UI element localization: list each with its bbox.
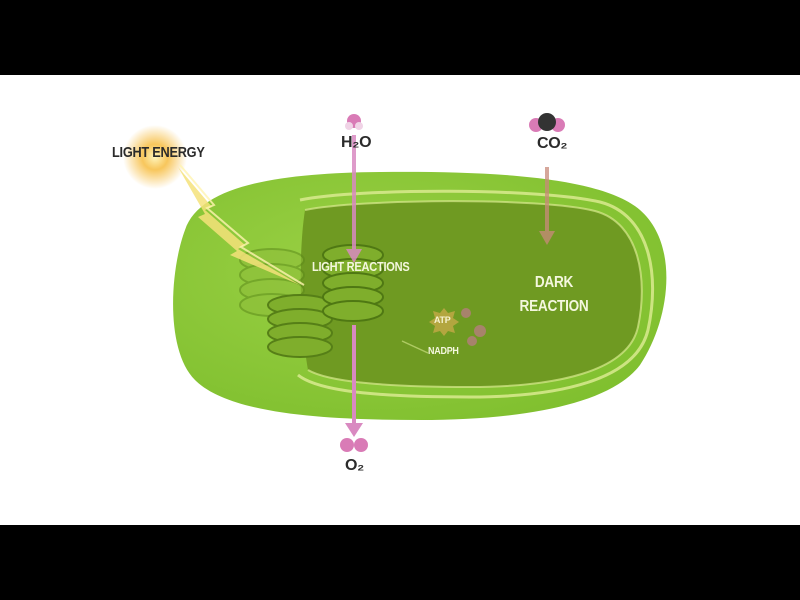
h2o-label: H₂O [341, 134, 372, 151]
atp-starburst-icon [429, 308, 459, 336]
nadph-connector [401, 340, 429, 354]
h2o-molecule-icon [345, 114, 363, 130]
granum-right [322, 244, 384, 322]
diagram-frame: LIGHT ENERGY H₂O CO₂ O₂ LIGHT REACTIONS … [0, 75, 800, 525]
light-energy-label: LIGHT ENERGY [112, 144, 205, 161]
dark-reaction-label: DARK REACTION [519, 274, 589, 315]
o2-molecule-icon [340, 438, 368, 452]
chloroplast-diagram [123, 113, 667, 452]
co2-molecule-icon [529, 113, 565, 132]
light-reactions-label: LIGHT REACTIONS [312, 259, 410, 274]
granum-middle [267, 294, 333, 358]
stroma [300, 201, 642, 387]
inner-membrane [297, 189, 655, 399]
atp-label: ATP [434, 315, 451, 325]
o2-label: O₂ [345, 457, 364, 474]
sun-glow [123, 125, 187, 189]
phosphate-molecules [461, 308, 486, 346]
co2-arrow [539, 167, 555, 245]
nadph-label: NADPH [428, 346, 459, 357]
o2-arrow [345, 325, 363, 437]
co2-label: CO₂ [537, 135, 568, 152]
h2o-arrow [346, 135, 362, 263]
